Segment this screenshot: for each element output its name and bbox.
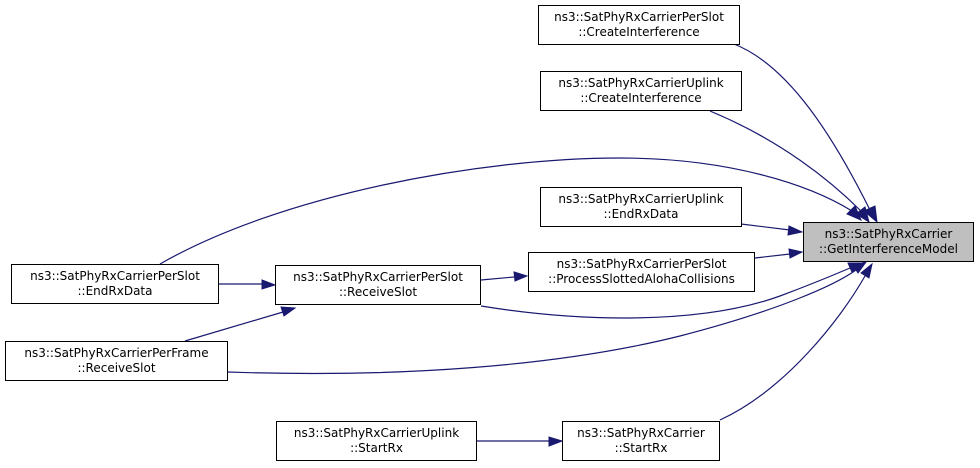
edge-arrow: [280, 306, 297, 317]
edge-arrow: [788, 248, 804, 259]
edge-arrow: [855, 206, 870, 224]
node-line2: ::GetInterferenceModel: [819, 242, 958, 256]
node-line1: ns3::SatPhyRxCarrierPerSlot: [293, 270, 463, 284]
edge-arrow: [860, 262, 873, 279]
node-line2: ::StartRx: [614, 441, 668, 455]
edge-per-frame-direct: [227, 269, 857, 375]
node-line2: ::StartRx: [350, 441, 403, 455]
edge-start-rx-direct: [719, 275, 866, 421]
node-uplink-create-interference[interactable]: ns3::SatPhyRxCarrierUplink ::CreateInter…: [540, 71, 742, 111]
node-line1: ns3::SatPhyRxCarrierPerSlot: [30, 269, 200, 283]
node-per-slot-create-interference[interactable]: ns3::SatPhyRxCarrierPerSlot ::CreateInte…: [538, 5, 740, 45]
node-line1: ns3::SatPhyRxCarrierUplink: [558, 76, 724, 90]
node-line2: ::ProcessSlottedAlohaCollisions: [548, 272, 735, 286]
node-line2: ::ReceiveSlot: [338, 285, 418, 299]
edge-arrow: [261, 279, 277, 290]
node-line2: ::EndRxData: [603, 207, 679, 221]
node-line1: ns3::SatPhyRxCarrier: [824, 227, 953, 241]
edge-per-slot-create-interference: [733, 43, 871, 211]
edge-arrow: [513, 271, 529, 282]
node-line1: ns3::SatPhyRxCarrierPerSlot: [556, 257, 727, 271]
node-carrier-start-rx[interactable]: ns3::SatPhyRxCarrier ::StartRx: [562, 421, 720, 461]
node-line1: ns3::SatPhyRxCarrierPerFrame: [24, 346, 209, 360]
edge-arrow: [863, 205, 878, 224]
node-line2: ::CreateInterference: [578, 25, 700, 39]
node-per-slot-process-slotted-aloha[interactable]: ns3::SatPhyRxCarrierPerSlot ::ProcessSlo…: [528, 252, 755, 292]
node-per-frame-receive-slot[interactable]: ns3::SatPhyRxCarrierPerFrame ::ReceiveSl…: [5, 341, 228, 381]
node-line2: ::EndRxData: [77, 284, 153, 298]
edge-arrow: [846, 205, 862, 221]
edge-arrow: [787, 225, 804, 236]
node-line2: ::CreateInterference: [580, 91, 702, 105]
node-uplink-end-rx-data[interactable]: ns3::SatPhyRxCarrierUplink ::EndRxData: [540, 187, 742, 227]
edge-process-slotted-aloha: [754, 253, 791, 259]
node-uplink-start-rx[interactable]: ns3::SatPhyRxCarrierUplink ::StartRx: [276, 421, 477, 461]
edge-receive-slot-to-aloha: [480, 276, 515, 281]
node-get-interference-model[interactable]: ns3::SatPhyRxCarrier ::GetInterferenceMo…: [803, 222, 974, 262]
node-line1: ns3::SatPhyRxCarrier: [577, 426, 705, 440]
node-per-slot-receive-slot[interactable]: ns3::SatPhyRxCarrierPerSlot ::ReceiveSlo…: [275, 265, 481, 305]
edge-uplink-end-rx-data: [740, 223, 791, 231]
node-line2: ::ReceiveSlot: [77, 361, 156, 375]
node-line1: ns3::SatPhyRxCarrierUplink: [558, 192, 724, 206]
edge-arrow: [548, 436, 564, 447]
edge-arrow: [852, 261, 868, 274]
edge-receive-slot-direct: [480, 267, 851, 319]
edge-per-slot-end-rx-data-direct: [159, 157, 853, 265]
edge-per-frame-to-receive-slot: [184, 311, 284, 342]
node-line1: ns3::SatPhyRxCarrierUplink: [293, 426, 460, 440]
node-line1: ns3::SatPhyRxCarrierPerSlot: [554, 10, 724, 24]
node-per-slot-end-rx-data[interactable]: ns3::SatPhyRxCarrierPerSlot ::EndRxData: [11, 264, 219, 304]
edge-uplink-create-interference: [709, 110, 863, 213]
